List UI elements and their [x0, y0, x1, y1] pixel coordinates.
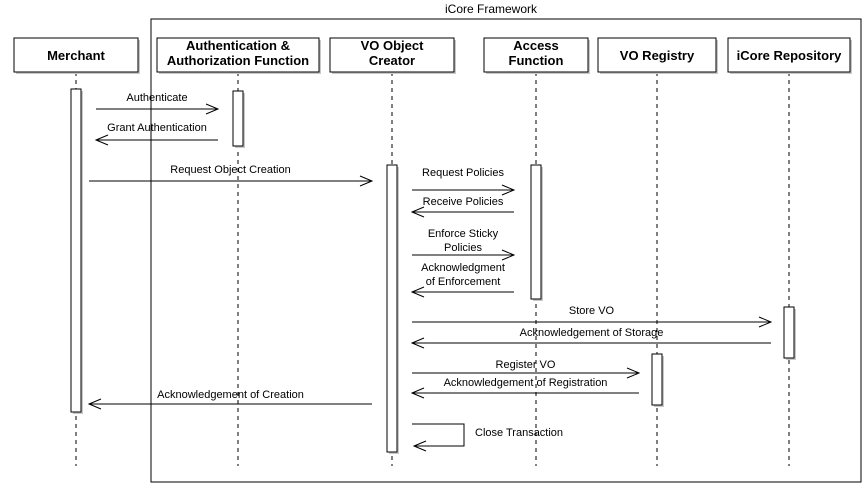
- actor-box: [329, 37, 455, 73]
- message-label: Close Transaction: [475, 427, 563, 439]
- actor-box: [156, 37, 320, 73]
- message-grant-authentication: Grant Authentication: [96, 122, 218, 140]
- message-label: Request Policies: [422, 167, 504, 179]
- activation-bar-registry: [651, 353, 663, 406]
- activation-bar-auth: [232, 90, 244, 147]
- message-label: Acknowledgement of Storage: [520, 327, 664, 339]
- actor-label: VO Object: [361, 38, 425, 53]
- actor-box: [483, 37, 589, 73]
- message-label: Authenticate: [126, 92, 187, 104]
- actor-label: Merchant: [47, 48, 105, 63]
- message-acknowledgement-of-creation: Acknowledgement of Creation: [89, 389, 372, 404]
- message-label: Grant Authentication: [107, 122, 207, 134]
- actor-box: [727, 37, 851, 73]
- message-label: of Enforcement: [426, 276, 501, 288]
- actor-auth: Authentication &Authorization Function: [156, 37, 321, 74]
- actor-box: [597, 37, 717, 73]
- message-label: Acknowledgement of Creation: [157, 389, 304, 401]
- message-acknowledgement-of-storage: Acknowledgement of Storage: [412, 327, 771, 343]
- message-label: Request Object Creation: [170, 164, 290, 176]
- actor-label: VO Registry: [620, 48, 695, 63]
- message-label: Register VO: [496, 359, 556, 371]
- actor-label: Authentication &: [186, 38, 290, 53]
- message-acknowledgment-of-enforcement: Acknowledgment of Enforcement: [412, 262, 514, 292]
- activation-bar-repo: [783, 306, 795, 359]
- message-request-object-creation: Request Object Creation: [89, 164, 372, 181]
- activation-bar-creator: [386, 164, 398, 453]
- actor-merchant: Merchant: [13, 37, 140, 74]
- actor-box: [13, 37, 139, 73]
- message-store-vo: Store VO: [412, 305, 771, 322]
- message-register-vo: Register VO: [412, 359, 639, 373]
- actor-registry: VO Registry: [597, 37, 718, 74]
- activation-bar-access: [530, 164, 542, 300]
- actor-label: Function: [509, 53, 564, 68]
- message-request-policies: Request Policies: [412, 167, 514, 190]
- framework-boundary: [150, 18, 862, 483]
- message-label: Policies: [444, 242, 482, 254]
- actor-label: Creator: [369, 53, 415, 68]
- actor-label: iCore Repository: [737, 48, 843, 63]
- message-authenticate: Authenticate: [96, 92, 218, 109]
- message-receive-policies: Receive Policies: [412, 196, 514, 212]
- message-close-transaction: Close Transaction: [412, 423, 563, 446]
- self-message-arrow: [412, 423, 465, 446]
- message-label: Store VO: [569, 305, 615, 317]
- actor-label: Access: [513, 38, 559, 53]
- message-label: Receive Policies: [423, 196, 504, 208]
- actor-repo: iCore Repository: [727, 37, 852, 74]
- message-label: Enforce Sticky: [428, 228, 499, 240]
- framework-title: iCore Framework: [445, 2, 538, 16]
- message-acknowledgement-of-registration: Acknowledgement of Registration: [412, 377, 639, 393]
- message-label: Acknowledgment: [421, 262, 505, 274]
- message-label: Acknowledgement of Registration: [444, 377, 608, 389]
- activation-bar-merchant: [70, 88, 82, 413]
- actor-label: Authorization Function: [167, 53, 309, 68]
